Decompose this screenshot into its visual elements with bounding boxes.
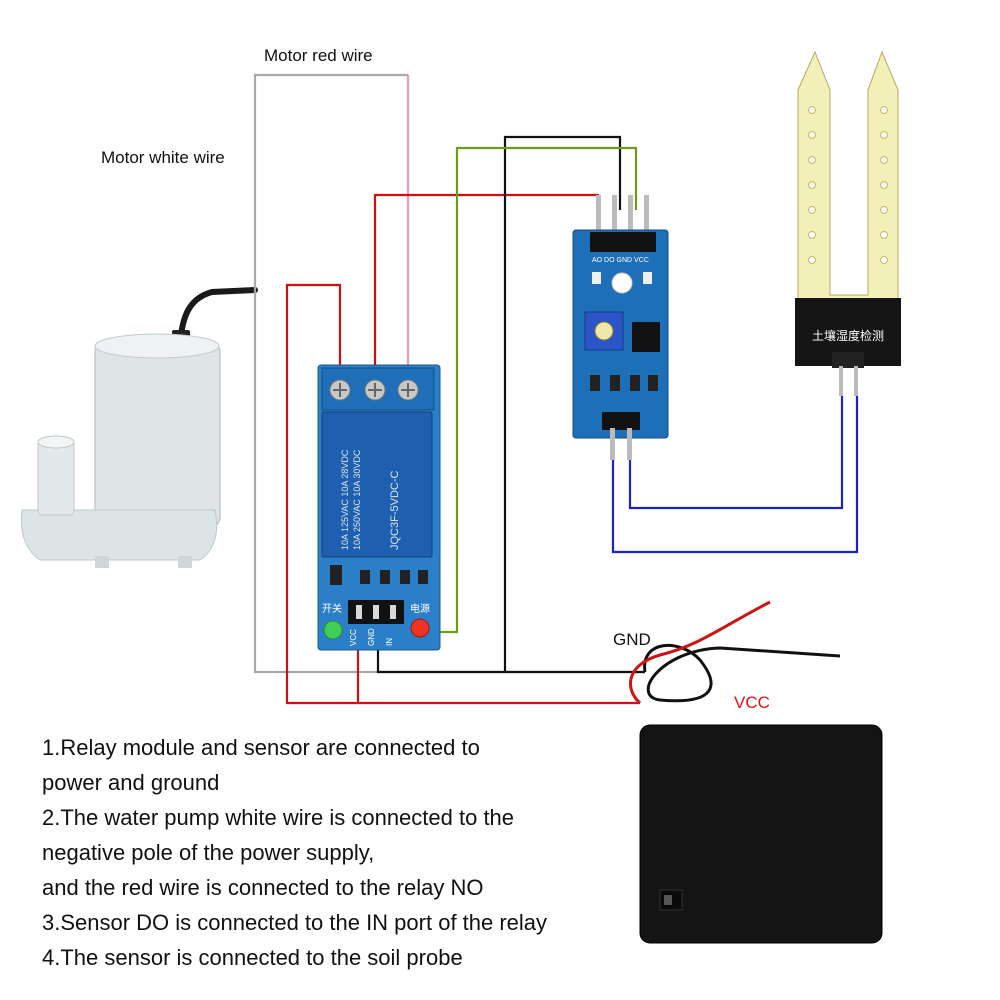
sensor-pwr-led	[592, 272, 601, 284]
do-to-in-wire	[408, 146, 638, 634]
gnd-label: GND	[613, 630, 651, 649]
sensor-module: AO DO GND VCC	[572, 195, 669, 460]
motor-white-wire-label: Motor white wire	[101, 148, 225, 167]
probe-wire-2	[628, 395, 844, 510]
relay-pin-in: IN	[385, 638, 394, 646]
instruction-line: 4.The sensor is connected to the soil pr…	[42, 945, 463, 970]
instruction-line: and the red wire is connected to the rel…	[42, 875, 484, 900]
gnd-wire	[376, 135, 645, 674]
relay-pin-vcc: VCC	[349, 629, 358, 646]
battery-lead-black	[643, 643, 841, 703]
sensor-do-led	[643, 272, 652, 284]
pump-base	[20, 509, 218, 561]
relay-cube	[321, 411, 433, 558]
pump-outlet	[37, 439, 75, 516]
relay-rating-text: 10A 250VAC 10A 30VDC	[352, 449, 362, 550]
sensor-pin-labels: AO DO GND VCC	[592, 257, 649, 264]
sensor-pin	[612, 195, 617, 235]
relay-led-green	[323, 620, 343, 640]
battery-lead-red	[628, 600, 771, 705]
pump-top	[94, 333, 220, 359]
probe-connector	[832, 352, 864, 368]
pump-foot	[95, 556, 109, 568]
relay-cn-left: 开关	[322, 602, 342, 615]
instruction-line: 2.The water pump white wire is connected…	[42, 805, 515, 830]
relay-com-wire	[285, 283, 640, 705]
probe-wire-1	[611, 395, 859, 554]
battery-case	[639, 724, 883, 944]
relay-module: JQC3F-5VDC-C 10A 250VAC 10A 30VDC 10A 12…	[317, 364, 441, 651]
water-pump	[20, 287, 258, 568]
pump-foot	[178, 556, 192, 568]
relay-pin-gnd: GND	[367, 628, 376, 646]
relay-led-red	[410, 618, 430, 638]
sensor-pin	[628, 195, 633, 235]
relay-cn-right: 电源	[410, 602, 430, 615]
sensor-chip	[632, 322, 660, 352]
instruction-line: 1.Relay module and sensor are connected …	[42, 735, 480, 760]
motor-red-wire-label: Motor red wire	[264, 46, 373, 65]
pump-body	[94, 341, 221, 528]
relay-model-text: JQC3F-5VDC-C	[389, 470, 401, 550]
probe-label-text: 土壤湿度检测	[812, 328, 884, 343]
instruction-line: 3.Sensor DO is connected to the IN port …	[42, 910, 548, 935]
vcc-label: VCC	[734, 693, 770, 712]
sensor-probe-header	[602, 412, 640, 430]
soil-probe: 土壤湿度检测	[795, 50, 901, 396]
relay-rating-text: 10A 125VAC 10A 28VDC	[340, 449, 350, 550]
instruction-line: power and ground	[42, 770, 220, 795]
instruction-line: negative pole of the power supply,	[42, 840, 375, 865]
relay-smd-parts	[330, 565, 342, 585]
instruction-list: 1.Relay module and sensor are connected …	[42, 730, 642, 975]
battery-box	[628, 600, 883, 944]
sensor-pin	[596, 195, 601, 235]
sensor-pin	[644, 195, 649, 235]
sensor-header	[590, 232, 656, 252]
pump-outlet-mouth	[37, 435, 75, 449]
sensor-mount-hole	[611, 272, 633, 294]
